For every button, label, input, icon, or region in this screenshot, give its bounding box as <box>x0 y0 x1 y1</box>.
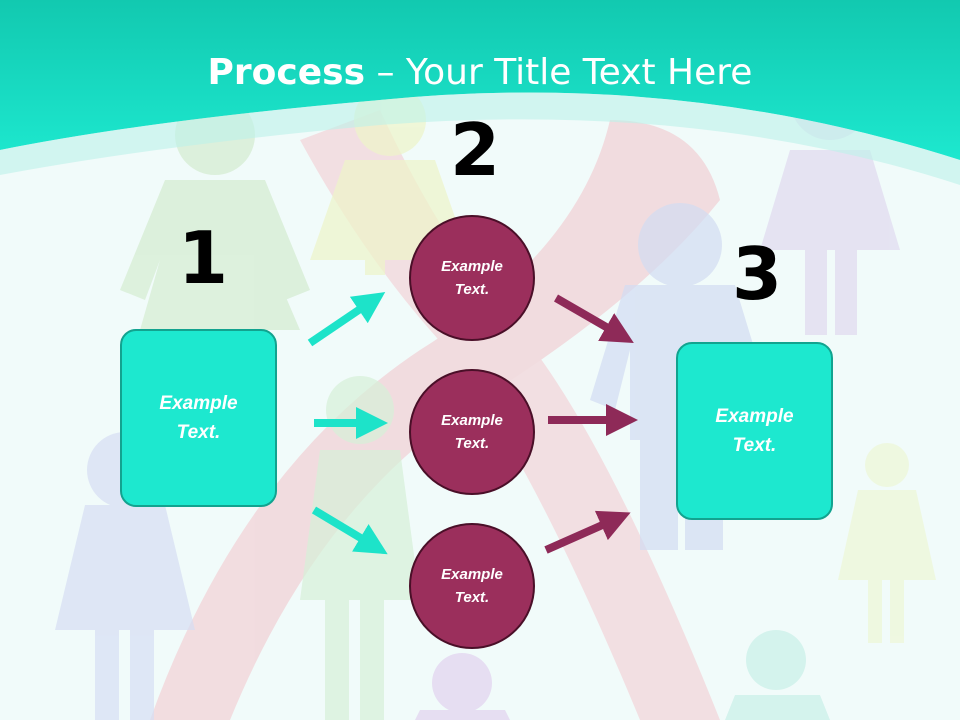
step-2-circle-3-text: Example Text. <box>441 566 503 606</box>
step-2-number: 2 <box>450 108 501 192</box>
arrow-1-to-2a <box>307 292 386 347</box>
step-1-text: Example Text. <box>159 393 238 443</box>
arrow-2c-to-3 <box>544 510 631 554</box>
step-2-circle-2-text: Example Text. <box>441 412 503 452</box>
title-bold: Process <box>207 52 366 93</box>
arrow-1-to-2c <box>311 506 388 555</box>
step-2-circle-3: Example Text. <box>409 523 535 649</box>
step-1-box: Example Text. <box>120 329 277 507</box>
slide-title: Process – Your Title Text Here <box>0 52 960 93</box>
step-3-box: Example Text. <box>676 342 833 520</box>
step-3-number: 3 <box>732 232 783 316</box>
step-1-number: 1 <box>178 216 229 300</box>
step-2-circle-2: Example Text. <box>409 369 535 495</box>
title-rest: – Your Title Text Here <box>365 52 753 93</box>
arrow-2a-to-3 <box>553 294 634 344</box>
step-2-circle-1-text: Example Text. <box>441 258 503 298</box>
step-3-text: Example Text. <box>715 406 794 456</box>
step-2-circle-1: Example Text. <box>409 215 535 341</box>
